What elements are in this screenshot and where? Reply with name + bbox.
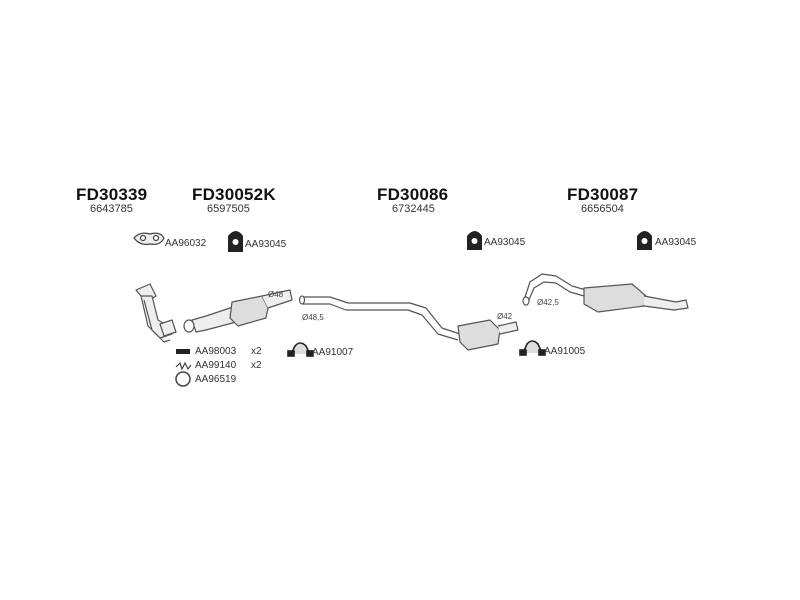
part-label-aa93045: AA93045 bbox=[484, 237, 526, 248]
group-number-6656504: 6656504 bbox=[581, 203, 624, 215]
part-quantity: x2 bbox=[251, 360, 262, 371]
clamp-icon bbox=[519, 340, 546, 356]
bolt-icon bbox=[176, 349, 190, 354]
rear-silencer-part bbox=[522, 273, 689, 313]
part-label-aa98003: AA98003 bbox=[195, 346, 237, 357]
part-quantity: x2 bbox=[251, 346, 262, 357]
part-label-aa96519: AA96519 bbox=[195, 374, 237, 385]
group-code-fd30052k: FD30052K bbox=[192, 185, 276, 204]
diameter-label: Ø48 bbox=[268, 290, 284, 299]
part-label-aa96032: AA96032 bbox=[165, 238, 207, 249]
gasket-icon bbox=[133, 232, 165, 245]
diameter-label: Ø42,5 bbox=[537, 298, 559, 307]
rubber-mount-icon bbox=[637, 231, 652, 250]
group-code-fd30086: FD30086 bbox=[377, 185, 449, 204]
group-number-6597505: 6597505 bbox=[207, 203, 250, 215]
front-pipe-part bbox=[298, 295, 519, 351]
catalytic-converter-part bbox=[183, 289, 293, 333]
group-code-fd30087: FD30087 bbox=[567, 185, 639, 204]
clamp-icon bbox=[287, 342, 314, 357]
group-code-fd30339: FD30339 bbox=[76, 185, 148, 204]
part-label-aa93045: AA93045 bbox=[655, 237, 697, 248]
rubber-mount-icon bbox=[228, 231, 243, 252]
front-downpipe-part bbox=[135, 283, 177, 343]
rubber-mount-icon bbox=[467, 231, 482, 250]
group-number-6732445: 6732445 bbox=[392, 203, 435, 215]
group-number-6643785: 6643785 bbox=[90, 203, 133, 215]
diameter-label: Ø48,5 bbox=[302, 313, 324, 322]
part-label-aa99140: AA99140 bbox=[195, 360, 237, 371]
spring-icon bbox=[175, 361, 192, 371]
part-label-aa93045: AA93045 bbox=[245, 239, 287, 250]
diameter-label: Ø42 bbox=[497, 312, 513, 321]
part-label-aa91007: AA91007 bbox=[312, 347, 354, 358]
ring-icon bbox=[175, 371, 191, 387]
part-label-aa91005: AA91005 bbox=[544, 346, 586, 357]
